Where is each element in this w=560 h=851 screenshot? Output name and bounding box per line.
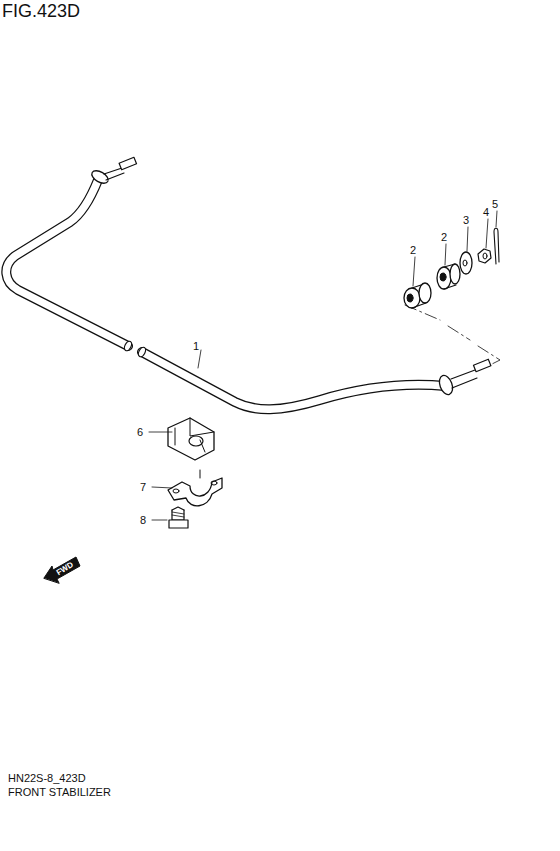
- drawing-code: HN22S-8_423D: [8, 773, 86, 784]
- callout-number: 1: [193, 341, 199, 352]
- callout-number: 7: [140, 482, 146, 493]
- figure-title: FIG.423D: [2, 2, 80, 20]
- callout-number: 3: [463, 215, 469, 226]
- callout-number: 5: [492, 199, 498, 210]
- callout-number: 2: [441, 232, 447, 243]
- callout-number: 2: [410, 245, 416, 256]
- callout-number: 6: [137, 427, 143, 438]
- callout-number: 8: [140, 515, 146, 526]
- callout-number: 4: [483, 207, 489, 218]
- figure-caption: FRONT STABILIZER: [8, 787, 111, 798]
